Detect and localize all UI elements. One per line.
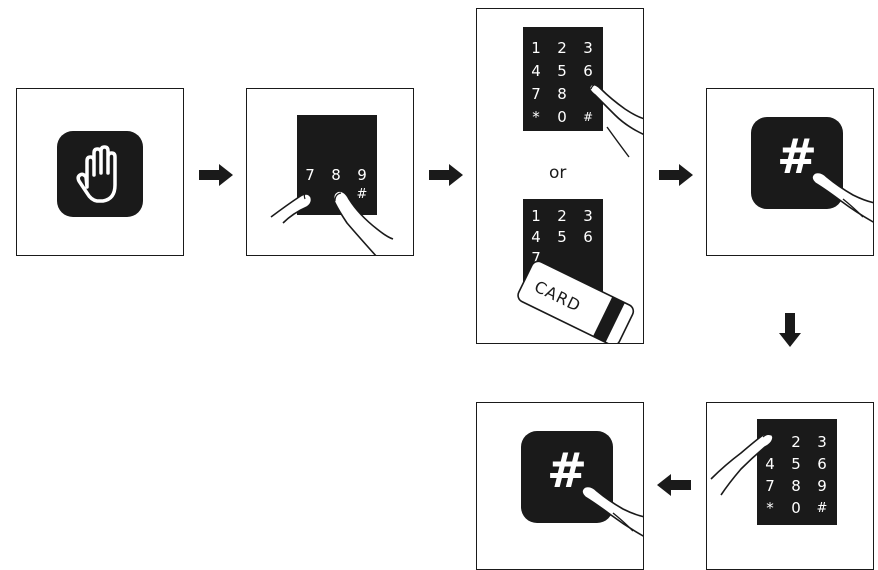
finger-icon: [581, 485, 643, 537]
step1-panel: [16, 88, 184, 256]
finger-icon: [588, 83, 643, 158]
hand-icon-tile: [57, 131, 143, 217]
key-6: 6: [817, 455, 827, 473]
finger-icon: [811, 171, 873, 223]
key-6: 6: [583, 62, 593, 80]
key-4: 4: [765, 455, 775, 473]
key-0: 0: [791, 499, 801, 517]
two-fingers-icon: [270, 190, 394, 255]
key-4: 4: [531, 62, 541, 80]
key-1: 1: [531, 207, 541, 225]
step4-panel: #: [706, 88, 874, 256]
key-5: 5: [557, 62, 567, 80]
key-9: 9: [357, 166, 367, 184]
key-0: 0: [557, 108, 567, 126]
key-7: 7: [531, 85, 541, 103]
key-2: 2: [557, 39, 567, 57]
key-1: 1: [531, 39, 541, 57]
key-6: 6: [583, 228, 593, 246]
step5-panel: 2 3 4 5 6 7 8 9 * 0 #: [706, 402, 874, 570]
hash-tile: #: [751, 117, 843, 209]
key-8: 8: [331, 166, 341, 184]
key-8: 8: [557, 85, 567, 103]
key-2: 2: [557, 207, 567, 225]
key-9: 9: [817, 477, 827, 495]
key-star: *: [766, 499, 774, 517]
keypad-top: 1 2 3 4 5 6 7 8 * 0 #: [523, 27, 603, 131]
or-label: or: [549, 163, 567, 183]
key-7: 7: [765, 477, 775, 495]
arrow-left-icon: [657, 474, 691, 496]
arrow-down-icon: [779, 313, 801, 347]
hash-icon: #: [776, 129, 818, 185]
hash-tile: #: [521, 431, 613, 523]
key-7: 7: [305, 166, 315, 184]
key-hash: #: [582, 110, 594, 124]
step6-panel: #: [476, 402, 644, 570]
step2-panel: 7 8 9 #: [246, 88, 414, 256]
key-5: 5: [557, 228, 567, 246]
raised-hand-icon: [76, 145, 117, 203]
key-3: 3: [583, 207, 593, 225]
key-hash: #: [356, 187, 368, 202]
arrow-right-icon: [659, 164, 693, 186]
key-3: 3: [583, 39, 593, 57]
step3-panel: 1 2 3 4 5 6 7 8 * 0 # or 1 2 3 4 5 6 7 *…: [476, 8, 644, 344]
key-2: 2: [791, 433, 801, 451]
key-hash: #: [816, 501, 828, 516]
key-star: *: [532, 108, 540, 126]
finger-icon: [710, 432, 774, 496]
arrow-right-icon: [199, 164, 233, 186]
key-7: 7: [531, 249, 541, 267]
key-5: 5: [791, 455, 801, 473]
key-3: 3: [817, 433, 827, 451]
key-4: 4: [531, 228, 541, 246]
hash-icon: #: [546, 443, 588, 499]
card-icon: CARD: [517, 260, 635, 343]
key-8: 8: [791, 477, 801, 495]
arrow-right-icon: [429, 164, 463, 186]
